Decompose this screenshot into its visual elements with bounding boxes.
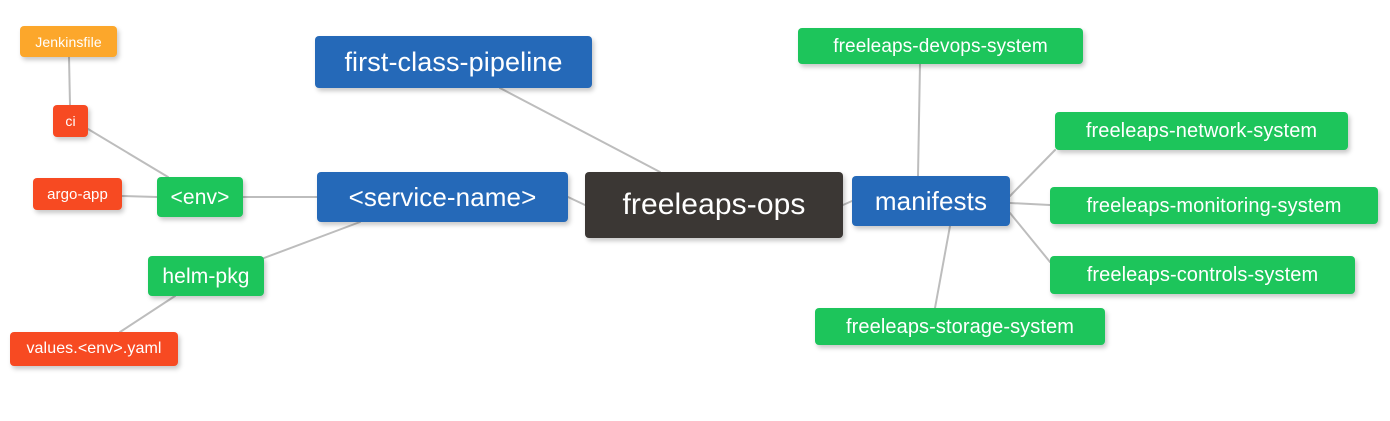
node-env[interactable]: <env> (157, 177, 243, 217)
node-freeleaps-devops-system[interactable]: freeleaps-devops-system (798, 28, 1083, 64)
edge-first-class-pipeline-to-root (499, 87, 661, 173)
node-freeleaps-monitoring-system[interactable]: freeleaps-monitoring-system (1050, 187, 1378, 224)
node-root[interactable]: freeleaps-ops (585, 172, 843, 238)
node-ci[interactable]: ci (53, 105, 88, 137)
edge-argo-app-to-env (121, 195, 158, 198)
node-service-name[interactable]: <service-name> (317, 172, 568, 222)
edge-helm-pkg-to-service-name (263, 221, 361, 259)
edge-freeleaps-network-system-to-manifests (1009, 149, 1056, 197)
edge-service-name-to-root (567, 196, 586, 206)
edge-freeleaps-devops-system-to-manifests (917, 63, 921, 177)
node-first-class-pipeline[interactable]: first-class-pipeline (315, 36, 592, 88)
edge-freeleaps-storage-system-to-manifests (934, 225, 951, 309)
node-label-freeleaps-monitoring-system: freeleaps-monitoring-system (1086, 194, 1342, 217)
edge-freeleaps-controls-system-to-manifests (1009, 212, 1051, 263)
node-label-ci: ci (65, 113, 76, 129)
node-label-argo-app: argo-app (47, 185, 108, 203)
node-label-values-yaml: values.<env>.yaml (26, 340, 162, 357)
node-label-service-name: <service-name> (348, 182, 537, 212)
edge-jenkinsfile-to-ci (68, 56, 71, 106)
node-freeleaps-controls-system[interactable]: freeleaps-controls-system (1050, 256, 1355, 294)
edge-values-yaml-to-helm-pkg (119, 295, 176, 333)
node-argo-app[interactable]: argo-app (33, 178, 122, 210)
node-label-root: freeleaps-ops (622, 188, 806, 221)
edge-freeleaps-monitoring-system-to-manifests (1009, 202, 1051, 206)
node-manifests[interactable]: manifests (852, 176, 1010, 226)
node-label-freeleaps-network-system: freeleaps-network-system (1085, 120, 1318, 142)
edge-root-to-manifests (842, 200, 853, 206)
node-label-freeleaps-controls-system: freeleaps-controls-system (1086, 264, 1319, 286)
node-label-helm-pkg: helm-pkg (162, 264, 250, 288)
node-label-env: <env> (170, 185, 230, 209)
node-label-freeleaps-storage-system: freeleaps-storage-system (845, 315, 1075, 338)
node-label-first-class-pipeline: first-class-pipeline (344, 46, 563, 77)
node-values-yaml[interactable]: values.<env>.yaml (10, 332, 178, 366)
node-jenkinsfile[interactable]: Jenkinsfile (20, 26, 117, 57)
node-freeleaps-storage-system[interactable]: freeleaps-storage-system (815, 308, 1105, 345)
node-label-jenkinsfile: Jenkinsfile (35, 33, 102, 50)
node-helm-pkg[interactable]: helm-pkg (148, 256, 264, 296)
edge-ci-to-env (87, 128, 169, 178)
node-freeleaps-network-system[interactable]: freeleaps-network-system (1055, 112, 1348, 150)
node-label-manifests: manifests (874, 186, 988, 216)
node-label-freeleaps-devops-system: freeleaps-devops-system (833, 35, 1048, 57)
